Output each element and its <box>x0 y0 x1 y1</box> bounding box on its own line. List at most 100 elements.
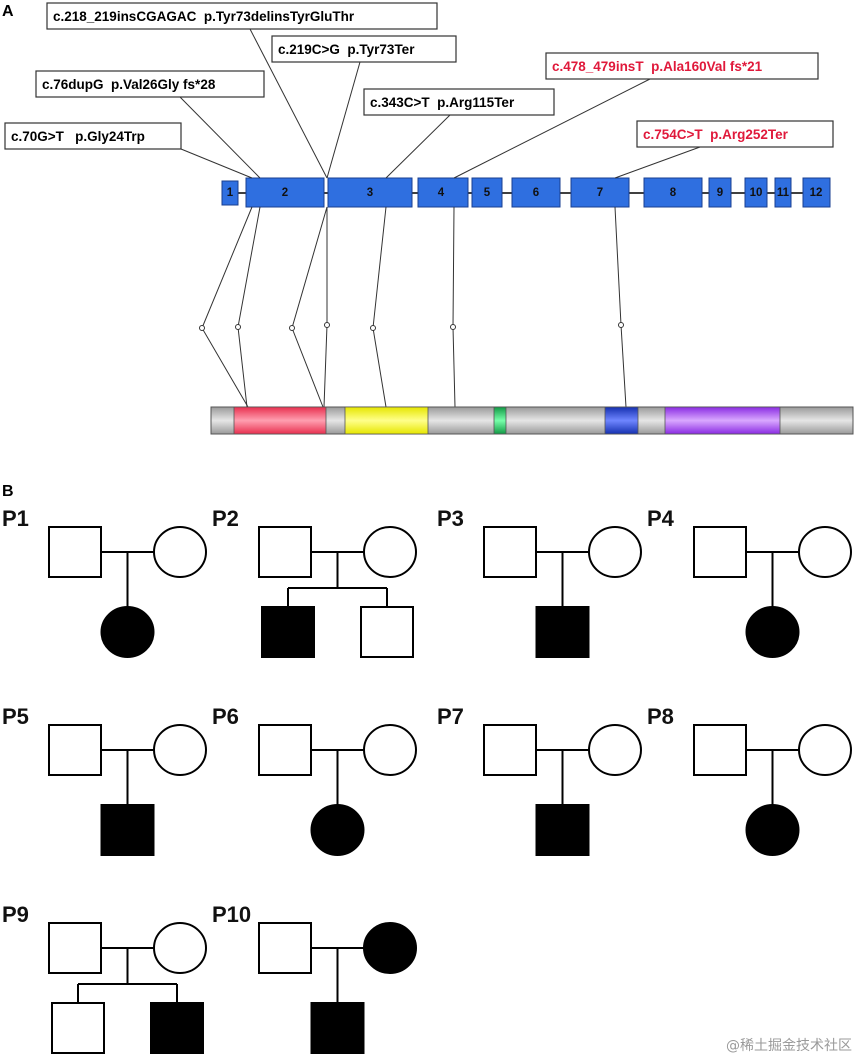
exon-10-label: 10 <box>750 187 763 199</box>
child-square <box>100 804 155 856</box>
junction-node-7 <box>618 322 624 328</box>
father-square <box>693 724 747 776</box>
mutation-label-1: c.70G>T p.Gly24Trp <box>11 129 145 144</box>
mutation-box-1 <box>4 122 182 150</box>
mother-circle <box>153 526 207 578</box>
mutation-box-5 <box>363 88 555 116</box>
exon-4 <box>417 177 469 208</box>
exon-10 <box>744 177 768 208</box>
mother-circle <box>153 724 207 776</box>
exon-8 <box>643 177 703 208</box>
exon-6 <box>511 177 561 208</box>
mother-circle <box>588 724 642 776</box>
junction-node-3 <box>289 325 295 331</box>
mutation-label-4: c.219C>G p.Tyr73Ter <box>278 42 415 57</box>
exon-1 <box>221 180 239 206</box>
father-square <box>258 724 312 776</box>
pedigree-label: P7 <box>437 704 464 729</box>
mother-circle <box>363 724 417 776</box>
child-square <box>261 606 315 658</box>
pedigree-p3: P3 <box>437 506 642 658</box>
protein-connector-5 <box>372 206 387 408</box>
protein-connector-7 <box>614 206 627 408</box>
child-square <box>310 1002 365 1054</box>
connector-6 <box>453 78 651 179</box>
pedigree-label: P3 <box>437 506 464 531</box>
pedigree-label: P1 <box>2 506 29 531</box>
protein-connector-6 <box>452 206 456 408</box>
mutation-labels: c.70G>T p.Gly24Trp c.76dupG p.Val26Gly f… <box>4 2 834 150</box>
exon-3-label: 3 <box>367 187 373 199</box>
child-circle <box>100 606 155 658</box>
child-circle <box>310 804 365 856</box>
protein-connector-1 <box>201 206 253 408</box>
connector-3 <box>249 28 328 179</box>
father-square <box>48 922 102 974</box>
pedigree-label: P2 <box>212 506 239 531</box>
pedigree-p9: P9 <box>2 902 207 1054</box>
mother-circle <box>798 526 852 578</box>
junction-node-1 <box>199 325 205 331</box>
pedigree-label: P10 <box>212 902 251 927</box>
father-square <box>48 526 102 578</box>
pink-domain <box>233 406 327 435</box>
exon-2 <box>245 177 325 208</box>
child-square <box>535 804 590 856</box>
child-square <box>150 1002 204 1054</box>
father-square <box>258 922 312 974</box>
pedigree-p6: P6 <box>212 704 417 856</box>
connector-7 <box>614 146 701 179</box>
green-domain <box>493 406 507 435</box>
mutation-box-7 <box>636 120 834 148</box>
connector-2 <box>179 96 261 179</box>
exon-8-label: 8 <box>670 187 677 199</box>
mutation-box-6 <box>545 52 819 80</box>
yellow-domain <box>344 406 429 435</box>
junction-node-4 <box>324 322 330 328</box>
exon-3 <box>327 177 413 208</box>
exon-12 <box>802 177 831 208</box>
junction-node-6 <box>450 324 456 330</box>
exon-row: 1 2 3 4 5 6 7 8 9 10 11 12 <box>221 177 831 208</box>
junction-node-2 <box>235 324 241 330</box>
mutation-label-5: c.343C>T p.Arg115Ter <box>370 95 515 110</box>
exon-9-label: 9 <box>717 187 723 199</box>
panel-b-label: B <box>2 483 14 500</box>
pedigree-p8: P8 <box>647 704 852 856</box>
mutation-box-3 <box>46 2 438 30</box>
pedigree-label: P9 <box>2 902 29 927</box>
exon-2-label: 2 <box>282 187 288 199</box>
father-square <box>483 724 537 776</box>
mutation-box-4 <box>271 35 457 63</box>
exon-12-label: 12 <box>810 187 823 199</box>
child-square <box>51 1002 105 1054</box>
pedigree-p5: P5 <box>2 704 207 856</box>
mutation-label-2: c.76dupG p.Val26Gly fs*28 <box>42 77 216 92</box>
exon-1-label: 1 <box>227 187 234 199</box>
connector-5 <box>385 114 451 179</box>
exon-11 <box>774 177 792 208</box>
mutation-label-7: c.754C>T p.Arg252Ter <box>643 127 789 142</box>
exon-5-label: 5 <box>484 187 491 199</box>
protein-connector-3 <box>291 206 328 408</box>
exon-9 <box>708 177 732 208</box>
pedigree-label: P8 <box>647 704 674 729</box>
watermark: @稀土掘金技术社区 <box>726 1038 852 1054</box>
pedigree-p7: P7 <box>437 704 642 856</box>
father-square <box>48 724 102 776</box>
connector-4 <box>326 61 361 179</box>
pedigree-label: P6 <box>212 704 239 729</box>
father-square <box>693 526 747 578</box>
exon-6-label: 6 <box>533 187 539 199</box>
exon-11-label: 11 <box>777 187 790 199</box>
pedigree-p2: P2 <box>212 506 417 658</box>
father-square <box>483 526 537 578</box>
exon-7 <box>570 177 630 208</box>
protein-connector-4 <box>323 207 328 408</box>
exon-7-label: 7 <box>597 187 603 199</box>
label-connectors <box>179 28 701 179</box>
protein-bar <box>210 406 854 435</box>
protein-connectors <box>199 206 627 408</box>
